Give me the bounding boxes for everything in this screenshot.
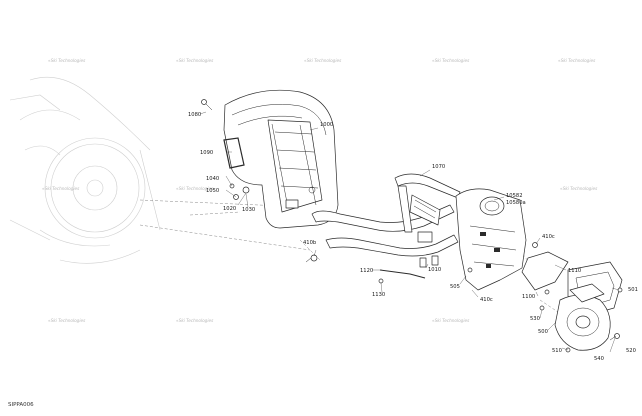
- callout-510: 510: [552, 348, 562, 354]
- callout-1070: 1070: [432, 164, 445, 170]
- callout-520: 520: [626, 348, 636, 354]
- watermark-7: «Ski Technologies: [176, 186, 214, 191]
- callout-labels: 1080 1000 1090 1040 1050 1020 1030 1070 …: [188, 112, 638, 362]
- callout-410b: 410b: [303, 240, 317, 246]
- side-panel: [455, 188, 527, 291]
- callout-410c: 410c: [542, 234, 555, 240]
- callout-1010: 1010: [428, 267, 441, 273]
- watermark-5: «Ski Technologies: [558, 58, 596, 63]
- callout-500: 500: [538, 329, 548, 335]
- callout-1110: 1110: [568, 268, 581, 274]
- housing-part-500: [554, 283, 611, 351]
- callout-10580a: 10580a: [506, 200, 526, 206]
- callout-501: 501: [628, 287, 638, 293]
- callout-1020: 1020: [223, 206, 236, 212]
- callout-10582: 10582: [506, 193, 523, 199]
- callout-505: 505: [450, 284, 460, 290]
- watermark-9: «Ski Technologies: [48, 318, 86, 323]
- watermark-11: «Ski Technologies: [432, 318, 470, 323]
- callout-1120: 1120: [360, 268, 373, 274]
- watermark-layer: «Ski Technologies «Ski Technologies «Ski…: [42, 58, 598, 323]
- callout-1030: 1030: [242, 207, 255, 213]
- watermark-8: «Ski Technologies: [560, 186, 598, 191]
- callout-1100: 1100: [522, 294, 535, 300]
- watermark-2: «Ski Technologies: [176, 58, 214, 63]
- watermark-1: «Ski Technologies: [48, 58, 86, 63]
- callout-1080: 1080: [188, 112, 201, 118]
- frame-tube-1070: [311, 173, 461, 257]
- callout-410c-lower: 410c: [480, 297, 493, 303]
- callout-1090: 1090: [200, 150, 213, 156]
- callout-1130: 1130: [372, 292, 385, 298]
- watermark-6: «Ski Technologies: [42, 186, 80, 191]
- callout-1050: 1050: [206, 188, 219, 194]
- diagram-code: SIPPA006: [8, 402, 34, 408]
- callout-540: 540: [594, 356, 604, 362]
- watermark-4: «Ski Technologies: [432, 58, 470, 63]
- callout-530: 530: [530, 316, 540, 322]
- gasket-part-1090: [223, 137, 245, 169]
- leader-lines: [199, 111, 620, 353]
- cover-part-1000: [223, 89, 339, 229]
- fasteners-right: [467, 242, 623, 353]
- bolts-cover: [201, 99, 318, 263]
- watermark-10: «Ski Technologies: [176, 318, 214, 323]
- watermark-3: «Ski Technologies: [304, 58, 342, 63]
- ghost-engine: [9, 76, 161, 264]
- callout-1000: 1000: [320, 122, 333, 128]
- callout-1040: 1040: [206, 176, 219, 182]
